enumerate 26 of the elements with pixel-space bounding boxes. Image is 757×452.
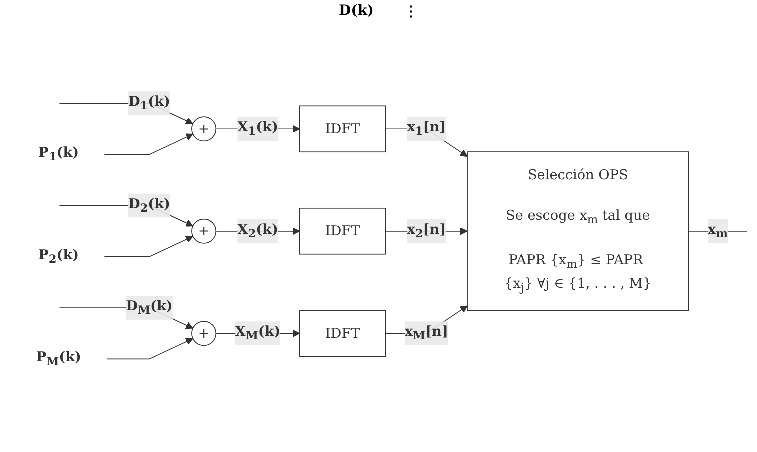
node-circle: +	[191, 218, 216, 244]
edge-label: x$_{1}$[n]	[406, 118, 446, 138]
node-box: IDFT	[298, 105, 386, 152]
node-box: IDFT	[298, 208, 386, 254]
node-circle: +	[191, 116, 216, 142]
arrow	[104, 133, 193, 155]
edge-label: D$_{M}$(k)	[126, 297, 172, 318]
node-circle: +	[191, 320, 216, 346]
edge-label: x$_{2}$[n]	[406, 220, 446, 240]
edge-label: X$_{1}$(k)	[237, 118, 278, 138]
arrow	[104, 236, 193, 257]
node-box: Selección OPS Se escoge x$_{m}$ tal que PAPR {x$_{m}$} ≤ PAPR {x$_{j}$} ∀j ∈ {1, . . . , M}	[466, 151, 689, 311]
edge-label: x$_{M}$[n]	[404, 322, 448, 343]
node-box: IDFT	[298, 310, 386, 357]
signal-label: D(k)	[338, 3, 374, 19]
node-text: P$_{2}$(k)	[38, 246, 79, 266]
edge-label: X$_{M}$(k)	[234, 322, 280, 343]
edge-label: X$_{2}$(k)	[237, 220, 278, 240]
arrow	[106, 338, 193, 360]
edge-label: x$_{m}$	[707, 220, 728, 240]
signal-label: ⋮	[404, 2, 418, 20]
edge-label: D$_{1}$(k)	[128, 92, 170, 113]
connector	[688, 230, 748, 232]
node-text: P$_{1}$(k)	[38, 144, 79, 164]
edge-label: D$_{2}$(k)	[128, 195, 170, 215]
node-text: P$_{M}$(k)	[36, 348, 81, 368]
